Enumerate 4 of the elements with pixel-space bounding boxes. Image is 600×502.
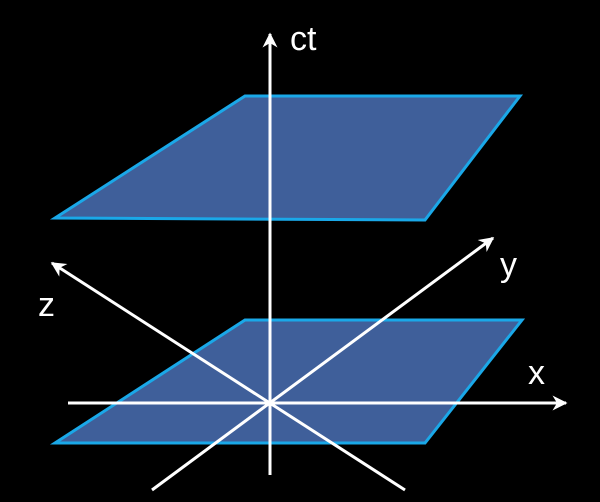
- axis-label: y: [500, 248, 517, 282]
- axis-label: x: [528, 356, 545, 390]
- axis-label: z: [38, 288, 55, 322]
- axis-label: ct: [290, 22, 316, 56]
